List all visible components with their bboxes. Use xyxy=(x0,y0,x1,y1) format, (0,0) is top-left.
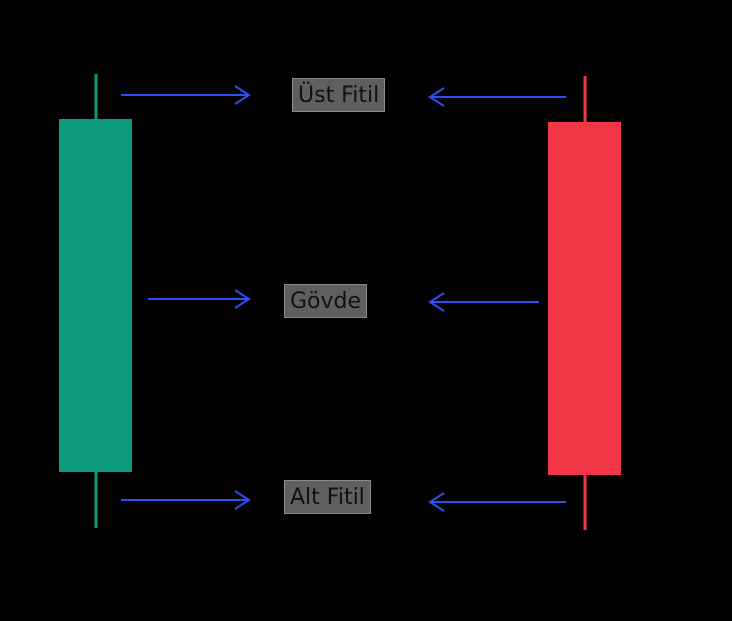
bearish-body xyxy=(548,122,621,475)
upper-wick-label: Üst Fitil xyxy=(292,78,386,112)
arrow-left-icon xyxy=(428,87,566,107)
lower-wick-label: Alt Fitil xyxy=(284,480,371,514)
arrow-left-icon xyxy=(428,292,539,312)
right-arrows xyxy=(121,85,251,510)
arrow-right-icon xyxy=(121,490,251,510)
body-label: Gövde xyxy=(284,284,368,318)
bullish-candle xyxy=(59,74,132,528)
left-arrows xyxy=(428,87,566,512)
arrow-left-icon xyxy=(428,492,566,512)
arrow-right-icon xyxy=(121,85,251,105)
bearish-candle xyxy=(548,76,621,530)
bullish-body xyxy=(59,119,132,472)
arrow-right-icon xyxy=(148,289,251,309)
